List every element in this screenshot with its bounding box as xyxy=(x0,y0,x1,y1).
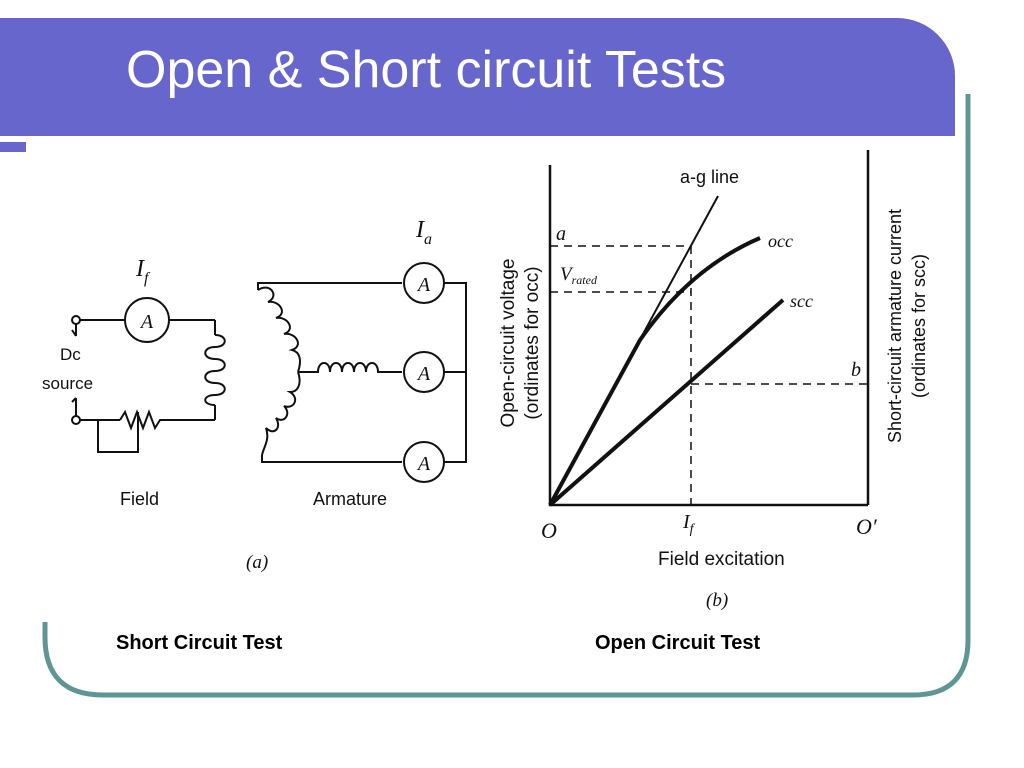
title-accent-tab xyxy=(0,142,26,152)
armature-ammeter-symbol-bottom: A xyxy=(416,453,431,475)
dc-terminal-bottom xyxy=(71,415,81,425)
field-ammeter-symbol: A xyxy=(139,311,154,333)
title-underline xyxy=(0,136,905,141)
point-a-label: a xyxy=(556,223,566,245)
dc-arrow-top xyxy=(71,329,77,337)
armature-winding-middle xyxy=(298,362,402,373)
field-rheostat xyxy=(119,409,165,431)
field-label: Field xyxy=(120,489,159,509)
left-axis-label-line2: (ordinates for occ) xyxy=(522,266,543,419)
dc-label: Dc xyxy=(60,345,81,364)
field-current-label: If xyxy=(135,256,151,287)
origin-prime-label: O′ xyxy=(856,514,878,539)
occ-curve xyxy=(548,236,761,506)
vrated-label: Vrated xyxy=(560,264,598,287)
armature-winding-bottom xyxy=(261,371,301,456)
left-axis-label-line1: Open-circuit voltage xyxy=(498,259,519,428)
armature-wire-bottom xyxy=(261,455,402,463)
point-b-label: b xyxy=(851,359,861,381)
x-axis-label: Field excitation xyxy=(658,549,785,570)
right-axis-label-line2: (ordinates for scc) xyxy=(909,254,929,398)
scc-line xyxy=(548,298,785,507)
origin-label: O xyxy=(541,518,557,543)
occ-label: occ xyxy=(768,231,793,251)
open-circuit-caption: Open Circuit Test xyxy=(595,632,761,654)
diagram-a-label: (a) xyxy=(246,552,268,573)
if-label: If xyxy=(682,511,696,537)
right-axis-label-line1: Short-circuit armature current xyxy=(885,209,905,443)
armature-wire-top xyxy=(257,282,402,290)
armature-winding-top xyxy=(257,286,301,373)
field-winding xyxy=(204,334,226,406)
diagram-b-label: (b) xyxy=(706,590,728,611)
dc-terminal-top xyxy=(71,315,81,325)
rheostat-slider-wire xyxy=(97,412,139,453)
short-circuit-caption: Short Circuit Test xyxy=(116,632,283,654)
armature-current-label: Ia xyxy=(415,217,432,248)
title-banner xyxy=(0,18,955,136)
source-label: source xyxy=(42,374,93,393)
slide-title: Open & Short circuit Tests xyxy=(126,41,727,99)
armature-ammeter-symbol-middle: A xyxy=(416,363,431,385)
armature-ammeter-symbol-top: A xyxy=(416,274,431,296)
scc-label: scc xyxy=(790,291,813,311)
graph-axes xyxy=(548,165,868,507)
armature-label: Armature xyxy=(313,489,387,509)
ag-line-label: a-g line xyxy=(680,167,739,187)
field-ammeter xyxy=(124,297,170,343)
